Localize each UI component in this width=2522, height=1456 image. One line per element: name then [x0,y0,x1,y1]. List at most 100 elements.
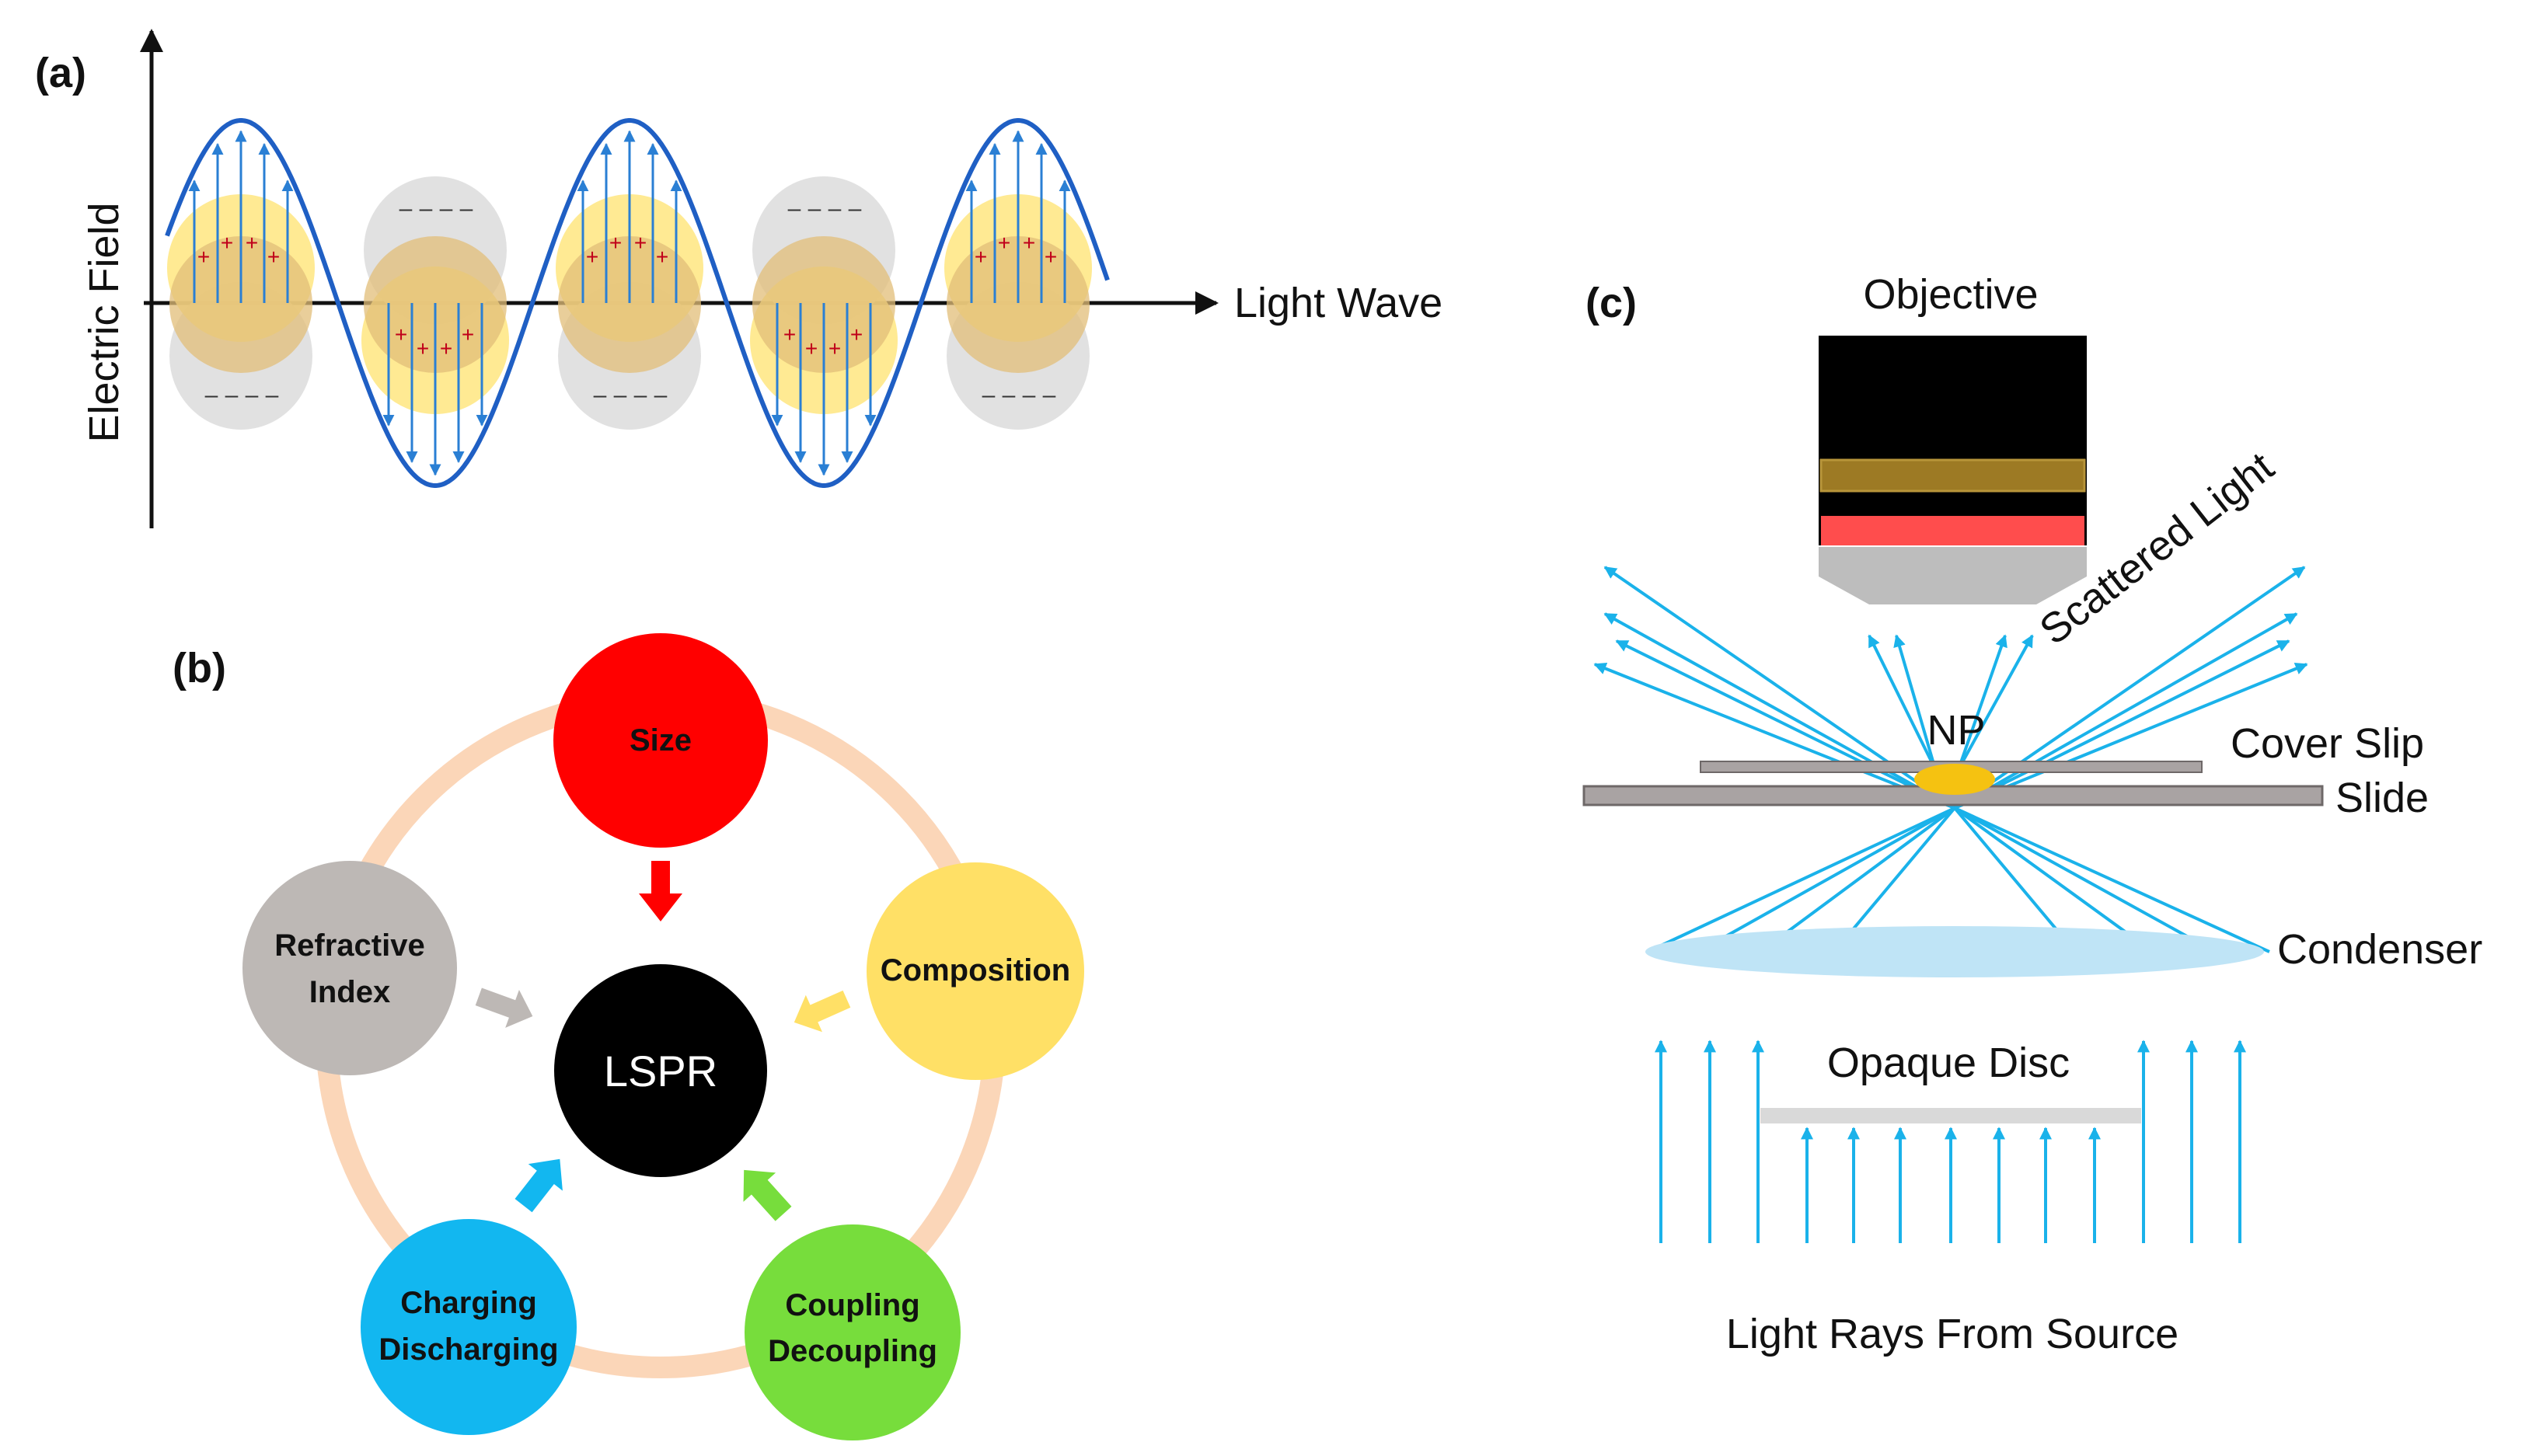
size-label: Size [630,723,692,758]
size-node [553,633,768,848]
condenser-ray [1954,806,2216,953]
positive-charge: + [586,245,598,269]
light-rays [1593,566,2308,953]
transmitted-ray [1603,612,1955,810]
positive-charge: + [221,231,233,255]
positive-charge: + [805,336,818,361]
scattered-ray [1957,634,2034,770]
positive-charge: + [1023,231,1035,255]
condenser-ray [1697,806,1955,953]
condenser-label: Condenser [2277,926,2482,973]
opaque-disc [1760,1108,2141,1123]
positive-charge: + [828,336,841,361]
negative-charge: – [828,196,842,221]
field-arrows [188,130,1071,476]
positive-charge: + [656,245,668,269]
particle-core [947,236,1090,373]
coupling-node [745,1224,961,1440]
condenser-ray [1953,806,2154,953]
negative-charge: – [788,196,801,221]
negative-charge: – [460,196,473,221]
scattered-ray [1868,634,1937,770]
condenser-ray [1647,806,1955,953]
coupling-arrow [743,1169,792,1221]
positive-charge: + [462,322,474,347]
scattered-ray [1893,634,1937,770]
panel-b-label: (b) [173,645,226,691]
positive-charge: + [246,231,258,255]
charging-node [361,1219,577,1435]
particles: ++++––––++++––––++++––––++++––––++++–––– [167,176,1092,430]
charging-arrow [515,1158,563,1213]
slide-label: Slide [2335,775,2429,821]
negative-charge: – [982,382,996,408]
negative-charge: – [205,382,218,408]
transmitted-ray [1954,663,2308,810]
composition-arrow [794,990,851,1033]
positive-charge: + [417,336,429,361]
panel-c: (c) Objective Scattered Light NP Cover S… [1582,271,2482,1357]
x-axis-label: Light Wave [1234,280,1442,326]
y-axis-label: Electric Field [81,202,127,442]
negative-charge: – [420,196,433,221]
np-label: NP [1927,707,1985,754]
positive-charge: + [998,231,1010,255]
composition-label: Composition [881,953,1070,988]
negative-charge: – [634,382,647,408]
charging-label-2: Discharging [378,1332,558,1367]
positive-charge: + [850,322,863,347]
negative-charge: – [1043,382,1056,408]
transmitted-ray [1593,662,1955,810]
positive-charge: + [783,322,796,347]
transmitted-ray [1954,639,2290,810]
refractive-label-1: Refractive [274,928,424,963]
negative-charge: – [654,382,668,408]
size-arrow [639,861,682,921]
condenser [1645,926,2264,977]
negative-charge: – [266,382,279,408]
panel-a: (a) Electric Field Light Wave ++++––––++… [35,29,1442,528]
light-source-label: Light Rays From Source [1726,1311,2178,1357]
negative-charge: – [225,382,239,408]
panel-a-label: (a) [35,50,86,96]
positive-charge: + [267,245,280,269]
positive-charge: + [609,231,622,255]
positive-charge: + [197,245,210,269]
panel-b: (b) LSPR Size Composition Coupling Decou… [173,633,1084,1440]
particle-core [558,236,701,373]
negative-charge: – [594,382,607,408]
source-rays [1655,1040,2246,1243]
refractive-index-node [242,861,457,1075]
positive-charge: + [634,231,647,255]
charging-label-1: Charging [400,1286,537,1320]
objective-label: Objective [1863,271,2038,318]
negative-charge: – [808,196,821,221]
positive-charge: + [975,245,987,269]
panel-c-label: (c) [1585,280,1637,326]
lspr-node [554,964,767,1177]
negative-charge: – [1023,382,1036,408]
coupling-label-1: Coupling [785,1288,919,1322]
composition-node [867,862,1084,1080]
negative-charge: – [399,196,413,221]
negative-charge: – [246,382,259,408]
positive-charge: + [395,322,407,347]
light-wave-curve [165,118,1110,488]
opaque-disc-label: Opaque Disc [1827,1040,2070,1086]
nanoparticle [1914,764,1995,795]
condenser-ray [1954,806,2270,953]
negative-charge: – [440,196,453,221]
negative-charge: – [1003,382,1016,408]
negative-charge: – [614,382,627,408]
lspr-label: LSPR [604,1047,717,1095]
coupling-label-2: Decoupling [768,1334,937,1368]
scattered-ray [1957,634,2007,770]
condenser-ray [1759,806,1956,953]
positive-charge: + [440,336,452,361]
refractive-label-2: Index [309,975,390,1009]
cover-slip-label: Cover Slip [2231,720,2424,767]
refractive-arrow [475,988,533,1028]
transmitted-ray [1954,612,2298,810]
negative-charge: – [849,196,862,221]
